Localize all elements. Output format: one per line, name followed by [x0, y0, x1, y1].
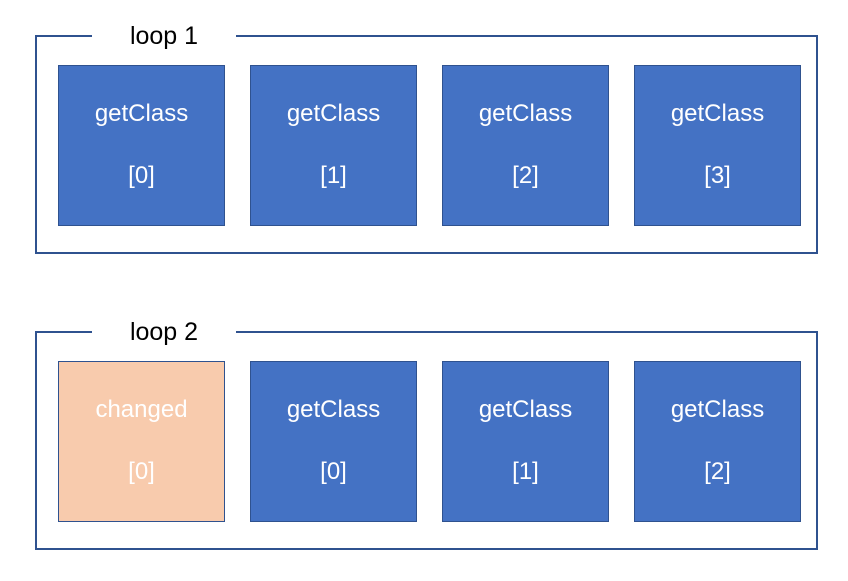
loop-1-label: loop 1: [92, 20, 236, 52]
box-index: [0]: [128, 458, 155, 485]
box-name: changed: [95, 396, 188, 423]
loop-1-box-3: getClass [3]: [634, 65, 801, 226]
box-index: [2]: [704, 458, 731, 485]
loop-2-label: loop 2: [92, 316, 236, 348]
box-index: [1]: [320, 162, 347, 189]
loop-2-box-1: getClass [0]: [250, 361, 417, 522]
loop-2-box-2: getClass [1]: [442, 361, 609, 522]
box-name: getClass: [94, 100, 189, 127]
loop-1-box-0: getClass [0]: [58, 65, 225, 226]
loop-2-group: loop 2 changed [0] getClass [0] getClass…: [35, 316, 818, 550]
loop-2-box-0-changed: changed [0]: [58, 361, 225, 522]
box-name: getClass: [670, 100, 765, 127]
box-name: getClass: [478, 100, 573, 127]
box-name: getClass: [286, 396, 381, 423]
loop-1-box-1: getClass [1]: [250, 65, 417, 226]
loop-1-group: loop 1 getClass [0] getClass [1] getClas…: [35, 20, 818, 254]
box-index: [0]: [128, 162, 155, 189]
box-index: [2]: [512, 162, 539, 189]
box-name: getClass: [670, 396, 765, 423]
box-name: getClass: [478, 396, 573, 423]
loop-2-box-3: getClass [2]: [634, 361, 801, 522]
box-index: [3]: [704, 162, 731, 189]
box-index: [0]: [320, 458, 347, 485]
loop-1-box-2: getClass [2]: [442, 65, 609, 226]
box-name: getClass: [286, 100, 381, 127]
box-index: [1]: [512, 458, 539, 485]
